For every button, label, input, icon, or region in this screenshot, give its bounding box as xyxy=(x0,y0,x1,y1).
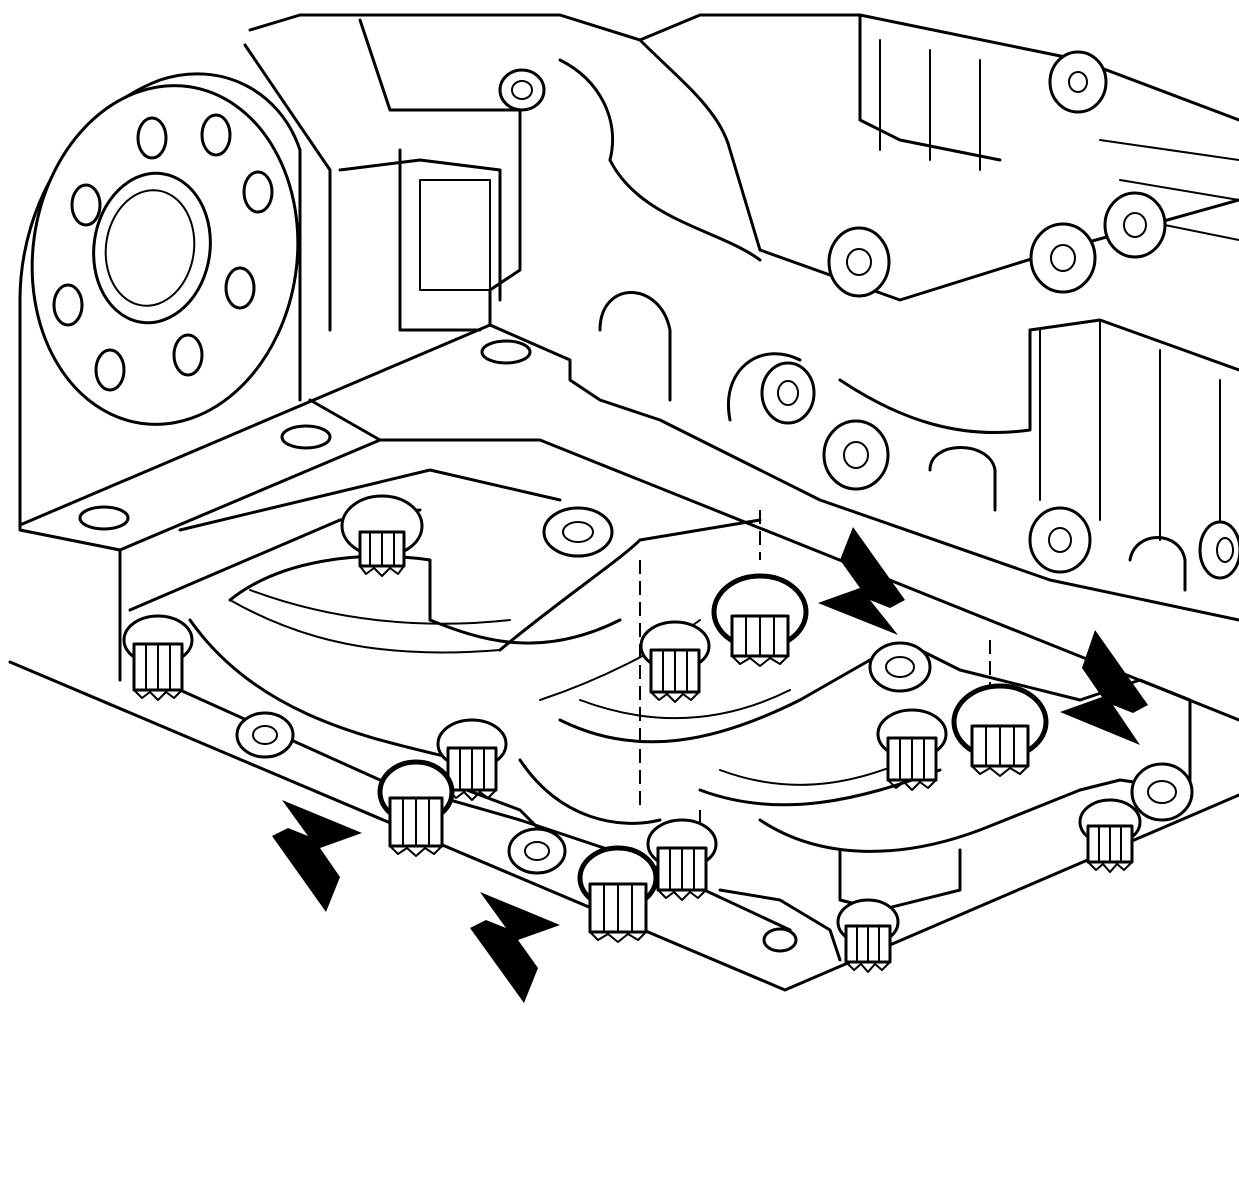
arrow-up-left-icon xyxy=(818,527,905,635)
bolt-small xyxy=(639,620,711,703)
bolt-large xyxy=(711,573,809,667)
bedplate-bolts-large xyxy=(377,573,1049,943)
flange-bolt-holes xyxy=(52,113,274,392)
bolt-small xyxy=(646,818,718,901)
arrow-down-right-icon xyxy=(470,892,560,1003)
bolt-large xyxy=(377,759,455,857)
bolt-small xyxy=(122,614,194,701)
arrow-down-right-icon xyxy=(272,800,362,912)
arrow-up-left-icon xyxy=(1060,630,1148,745)
callout-arrows xyxy=(272,527,1148,1003)
bolt-large xyxy=(951,683,1049,777)
engine-block-upper xyxy=(243,13,1239,592)
bedplate-frame xyxy=(8,468,1239,992)
bolt-small xyxy=(836,898,900,973)
crankshaft-flange xyxy=(18,72,302,512)
bolt-large xyxy=(577,845,659,943)
bolt-small xyxy=(1078,798,1142,873)
bolt-small xyxy=(876,708,948,791)
bolt-small xyxy=(340,494,424,577)
